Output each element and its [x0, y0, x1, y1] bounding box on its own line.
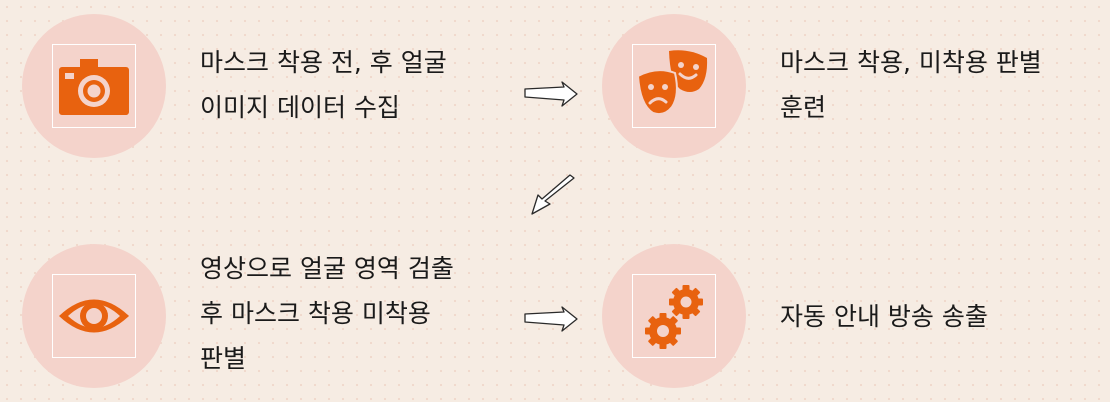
step-4-line-1: 자동 안내 방송 송출 — [780, 302, 988, 331]
step-1-circle — [22, 14, 166, 158]
step-2-line-1: 마스크 착용, 미착용 판별 — [780, 48, 1042, 77]
step-3-line-1: 영상으로 얼굴 영역 검출 — [200, 254, 454, 283]
step-2-description: 마스크 착용, 미착용 판별 훈련 — [780, 40, 1042, 130]
step-2-line-2: 훈련 — [780, 93, 827, 122]
step-4-description: 자동 안내 방송 송출 — [780, 294, 988, 339]
arrow-down-left-icon — [531, 174, 575, 215]
camera-icon — [59, 59, 129, 115]
step-3-circle — [22, 244, 166, 388]
step-2-icon-frame — [632, 44, 716, 128]
step-3-line-3: 판별 — [200, 344, 247, 373]
step-3-description: 영상으로 얼굴 영역 검출 후 마스크 착용 미착용 판별 — [200, 246, 454, 381]
arrow-right-icon — [524, 81, 578, 107]
gears-icon — [645, 285, 703, 349]
arrow-right-icon-2 — [524, 306, 578, 332]
theater-masks-icon — [636, 50, 708, 116]
step-4-circle — [602, 244, 746, 388]
step-1-description: 마스크 착용 전, 후 얼굴 이미지 데이터 수집 — [200, 40, 447, 130]
step-1-line-2: 이미지 데이터 수집 — [200, 93, 400, 122]
step-1-icon-frame — [52, 44, 136, 128]
step-1-line-1: 마스크 착용 전, 후 얼굴 — [200, 48, 447, 77]
step-3-line-2: 후 마스크 착용 미착용 — [200, 299, 431, 328]
step-4-icon-frame — [632, 274, 716, 358]
step-2-circle — [602, 14, 746, 158]
step-3-icon-frame — [52, 274, 136, 358]
eye-icon — [59, 299, 129, 333]
